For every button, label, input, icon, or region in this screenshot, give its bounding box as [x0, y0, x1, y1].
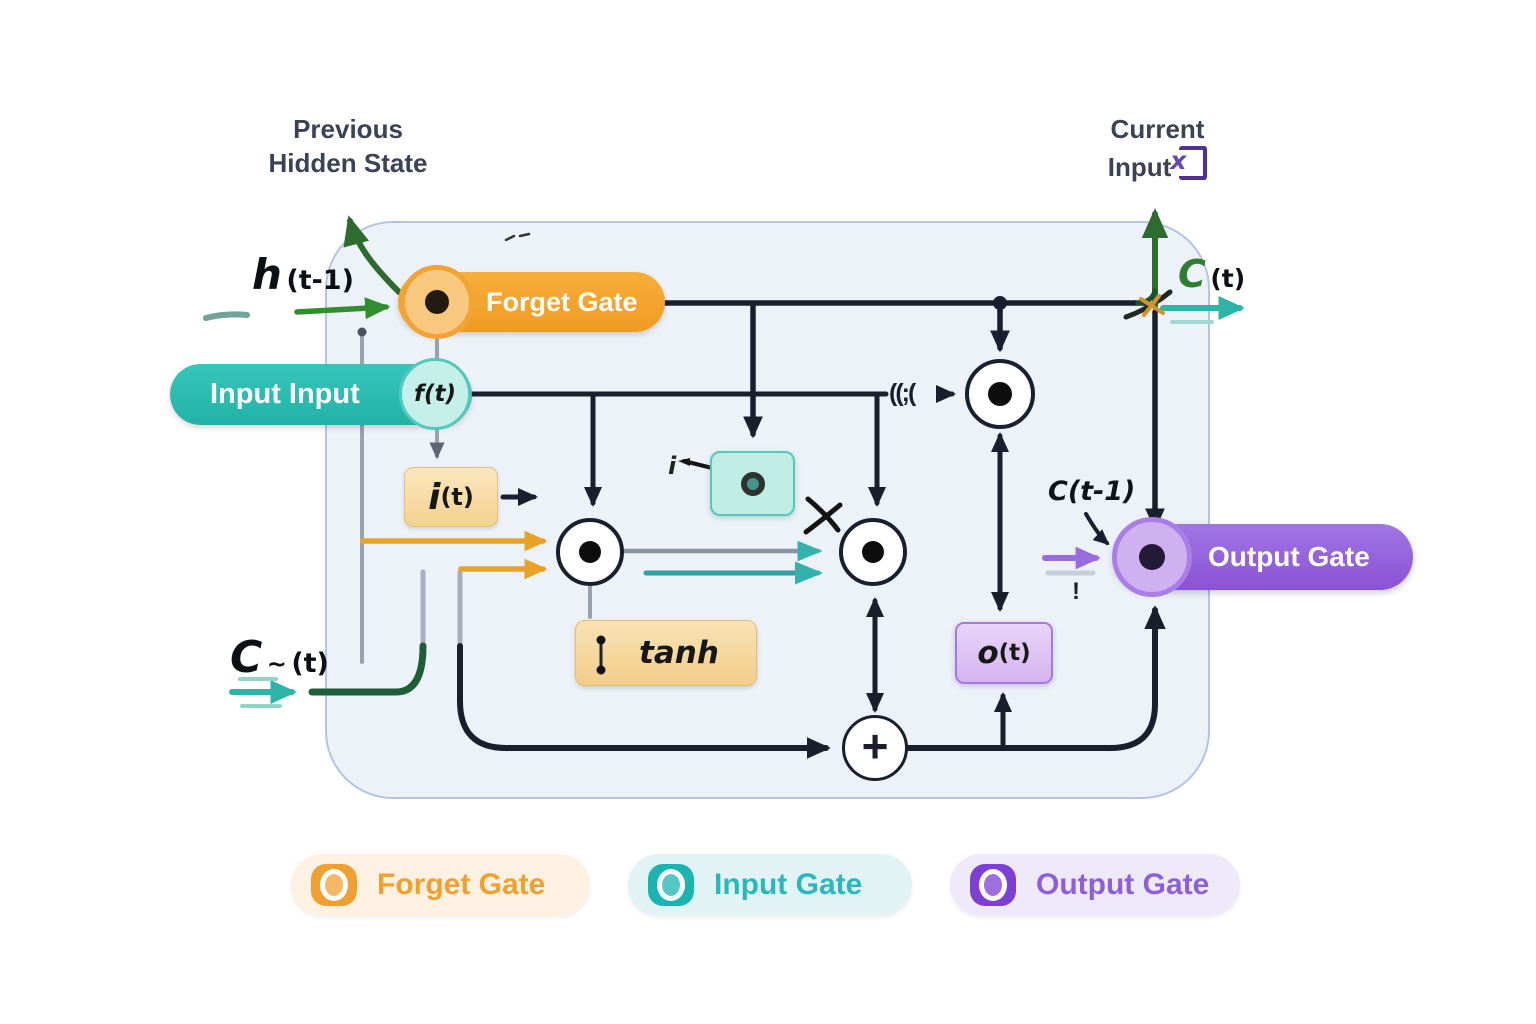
- output-gate-pill: Output Gate: [1112, 517, 1413, 597]
- green-wires: [203, 208, 1169, 696]
- plus-sign: +: [861, 720, 889, 772]
- input-pill: Input Input f(t): [170, 358, 472, 430]
- current-input-line1: Current: [1110, 114, 1205, 144]
- output-gate-icon: [1112, 517, 1192, 597]
- orange-wires: [360, 294, 1165, 580]
- legend-forget-gate-icon: [311, 864, 357, 906]
- forget-gate-label: Forget Gate: [486, 286, 638, 317]
- o-gate-box: o (t): [955, 622, 1053, 684]
- legend-output-label: Output Gate: [1036, 868, 1210, 901]
- multiply-node-left: [556, 518, 624, 586]
- junction-dot: [993, 296, 1007, 310]
- legend-input-label: Input Gate: [714, 868, 863, 901]
- scribble-text: ((;(: [889, 379, 916, 407]
- i-box-main: i: [428, 476, 441, 518]
- label-c-prev: C(t-1): [1048, 476, 1136, 507]
- i-box-sub: (t): [440, 483, 474, 511]
- label-c-out: C (t): [1178, 252, 1246, 296]
- teal-box-dot-icon: [740, 471, 765, 496]
- candidate-teal-box: [710, 451, 795, 516]
- tanh-label: tanh: [639, 635, 719, 671]
- label-h-prev: h (t-1): [252, 250, 354, 299]
- output-gate-label: Output Gate: [1208, 541, 1370, 572]
- legend-output-gate-icon: [970, 864, 1016, 906]
- legend-forget-label: Forget Gate: [377, 868, 546, 901]
- teal-wires: [229, 296, 1245, 708]
- wire-end-dot: [357, 327, 367, 337]
- black-wires: [457, 289, 1173, 759]
- o-box-main: o: [977, 635, 999, 671]
- current-input-x-icon: x: [1170, 146, 1208, 180]
- add-node: +: [842, 715, 908, 781]
- o-box-sub: (t): [998, 640, 1031, 666]
- label-c-candidate: C ~ (t): [230, 632, 329, 683]
- ft-badge: f(t): [399, 358, 471, 430]
- forget-gate-icon: [400, 265, 474, 339]
- ft-badge-label: f(t): [413, 381, 457, 407]
- multiply-node-top: [965, 359, 1035, 429]
- scribble-glyphs: [504, 232, 843, 535]
- tanh-box: tanh: [575, 620, 757, 686]
- exclamation-artifact: !: [1072, 578, 1080, 605]
- previous-hidden-line2: Hidden State: [268, 148, 428, 178]
- previous-hidden-line1: Previous: [293, 114, 403, 144]
- tanh-bar-icon: [596, 635, 606, 675]
- legend-item-input: Input Gate: [628, 854, 912, 916]
- legend-item-forget: Forget Gate: [291, 854, 590, 916]
- legend-item-output: Output Gate: [950, 854, 1240, 916]
- current-input-line2: Input: [1107, 152, 1172, 182]
- i-gate-box: i (t): [404, 467, 498, 527]
- legend-input-gate-icon: [648, 864, 694, 906]
- forget-gate-pill: Forget Gate: [398, 265, 665, 339]
- label-previous-hidden-state: Previous Hidden State: [208, 112, 488, 180]
- i-scribble-glyph: i: [668, 452, 677, 480]
- input-pill-label: Input Input: [210, 378, 360, 410]
- multiply-node-right: [839, 518, 907, 586]
